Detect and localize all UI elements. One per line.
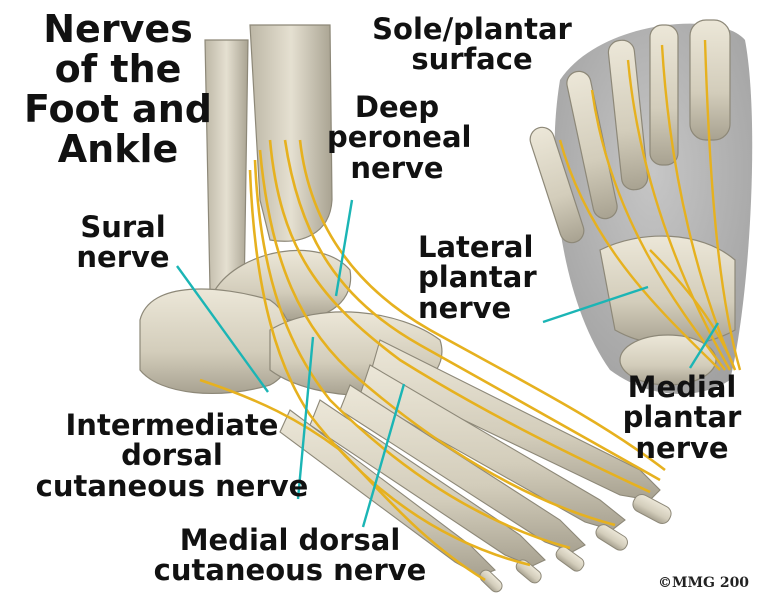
sole-toe-2: [650, 25, 678, 165]
title-line-4: Ankle: [20, 130, 216, 170]
copyright-text: ©MMG 200: [658, 575, 749, 591]
page-title: Nerves of the Foot and Ankle: [20, 10, 216, 170]
label-medial-plantar: Medial plantar nerve: [612, 372, 752, 463]
label-lateral-plantar: Lateral plantar nerve: [418, 232, 558, 323]
title-line-3: Foot and: [20, 90, 216, 130]
sole-view: [527, 20, 752, 394]
title-line-1: Nerves: [20, 10, 216, 50]
label-sole-surface: Sole/plantar surface: [372, 14, 572, 75]
label-sural: Sural nerve: [68, 212, 178, 273]
label-intermediate-dorsal: Intermediate dorsal cutaneous nerve: [22, 410, 322, 501]
sole-toe-1: [690, 20, 730, 140]
tibia: [250, 25, 332, 241]
label-deep-peroneal: Deep peroneal nerve: [327, 92, 467, 183]
title-line-2: of the: [20, 50, 216, 90]
label-medial-dorsal: Medial dorsal cutaneous nerve: [130, 525, 450, 586]
